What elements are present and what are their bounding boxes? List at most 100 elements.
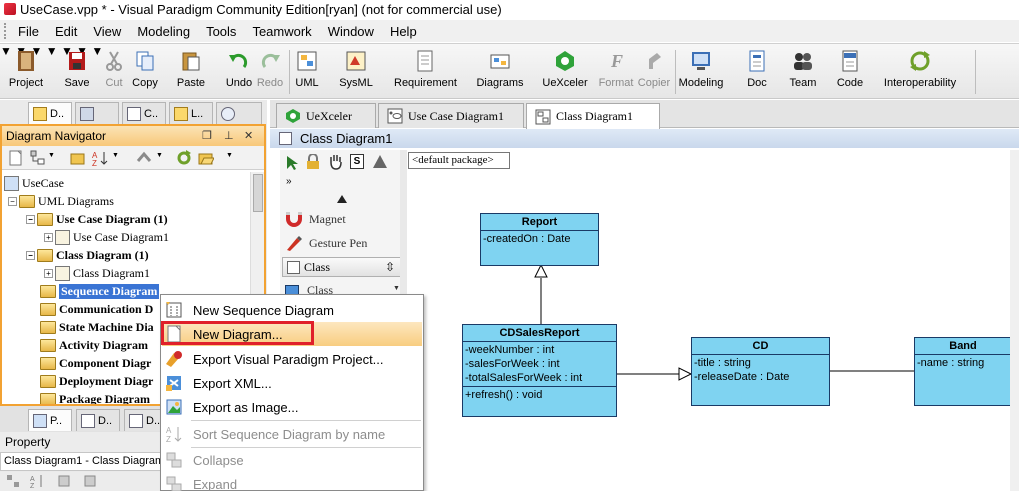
- lock-icon[interactable]: [306, 154, 320, 170]
- doc-dropdown-icon[interactable]: ▼: [45, 44, 58, 58]
- menu-modeling[interactable]: Modeling: [137, 23, 191, 39]
- save-button[interactable]: Save: [62, 47, 92, 97]
- tree-node-component-diagram[interactable]: Component Diagr: [40, 354, 151, 372]
- class-band[interactable]: Band -name : string: [914, 337, 1012, 406]
- canvas-scrollbar[interactable]: [1010, 150, 1019, 491]
- code-button[interactable]: Code: [834, 47, 866, 97]
- collapse-icon[interactable]: −: [26, 250, 35, 260]
- dock-tab-search[interactable]: [216, 102, 262, 124]
- menu-item-expand[interactable]: Expand: [162, 472, 422, 491]
- menu-help[interactable]: Help: [389, 23, 417, 39]
- menu-item-export-vp-project[interactable]: Export Visual Paradigm Project...: [162, 347, 422, 371]
- tab-use-case-diagram1[interactable]: Use Case Diagram1: [378, 103, 524, 128]
- class-cdsalesreport[interactable]: CDSalesReport -weekNumber : int -salesFo…: [462, 324, 617, 417]
- scroll-up-icon[interactable]: [336, 194, 348, 204]
- categorized-icon[interactable]: [6, 474, 20, 488]
- menu-file[interactable]: File: [18, 23, 39, 39]
- tree-node-sequence-diagram[interactable]: Sequence Diagram: [40, 282, 160, 300]
- palette-group-class[interactable]: Class ⇳: [282, 257, 402, 277]
- tree-node-communication-diagram[interactable]: Communication D: [40, 300, 153, 318]
- tab-class-diagram1[interactable]: Class Diagram1: [526, 103, 660, 129]
- tree-node-package-diagram[interactable]: Package Diagram: [40, 390, 150, 404]
- sort-alpha-icon[interactable]: AZ: [30, 474, 46, 488]
- collapse-icon[interactable]: −: [8, 196, 17, 206]
- selector-arrow-icon[interactable]: [286, 155, 300, 171]
- tree-node-class-diagram[interactable]: −Class Diagram (1): [26, 246, 149, 264]
- triangle-icon[interactable]: [372, 154, 388, 169]
- class-cd[interactable]: CD -title : string -releaseDate : Date: [691, 337, 830, 406]
- refresh-icon[interactable]: [176, 150, 192, 166]
- tab-diagram-overview[interactable]: D..: [76, 409, 120, 431]
- sort-icon[interactable]: AZ: [92, 150, 108, 166]
- menu-window[interactable]: Window: [327, 23, 374, 39]
- team-button[interactable]: Team: [787, 47, 819, 97]
- format-button[interactable]: F Format: [598, 51, 634, 89]
- menu-item-export-xml[interactable]: Export XML...: [162, 371, 422, 395]
- team-dropdown-icon[interactable]: ▼: [60, 44, 73, 58]
- pin-icon[interactable]: ⊥: [224, 130, 234, 142]
- expand-all-icon[interactable]: [58, 474, 74, 488]
- expand-palette-icon[interactable]: »: [286, 176, 292, 187]
- palette-gesture-pen[interactable]: Gesture Pen: [285, 234, 367, 252]
- uml-button[interactable]: UML: [292, 47, 322, 97]
- tree-view-dropdown-icon[interactable]: ▼: [48, 152, 55, 159]
- scrollbar-thumb[interactable]: [253, 174, 263, 212]
- paste-button[interactable]: Paste: [174, 47, 208, 97]
- collapse-all-icon[interactable]: [82, 474, 98, 488]
- modeling-dropdown-icon[interactable]: ▼: [30, 44, 43, 58]
- copy-button[interactable]: Copy: [128, 47, 162, 97]
- dock-tab-class-repository[interactable]: C..: [122, 102, 166, 124]
- sort-dropdown-icon[interactable]: ▼: [112, 152, 119, 159]
- interoperability-button[interactable]: Interoperability: [882, 47, 958, 97]
- tree-node-class-diagram1[interactable]: +Class Diagram1: [44, 264, 150, 282]
- cut-button[interactable]: Cut: [100, 47, 128, 97]
- tab-documentation[interactable]: D..: [124, 409, 168, 431]
- sweeper-icon[interactable]: S: [350, 154, 364, 169]
- property-element-selector[interactable]: Class Diagram1 - Class Diagram: [0, 452, 165, 471]
- menu-teamwork[interactable]: Teamwork: [252, 23, 312, 39]
- diagrams-button[interactable]: Diagrams: [476, 47, 524, 97]
- collapse-icon[interactable]: −: [26, 214, 35, 224]
- up-icon[interactable]: [136, 150, 152, 166]
- paste-dropdown-icon[interactable]: ▼: [0, 44, 12, 58]
- tree-node-project[interactable]: UseCase: [4, 174, 64, 192]
- class-report[interactable]: Report -createdOn : Date: [480, 213, 599, 266]
- menu-item-new-diagram[interactable]: New Diagram...: [162, 322, 422, 346]
- menu-edit[interactable]: Edit: [54, 23, 78, 39]
- diagram-canvas[interactable]: [407, 150, 1019, 491]
- palette-magnet[interactable]: Magnet: [285, 210, 346, 228]
- tree-view-icon[interactable]: [30, 150, 46, 166]
- redo-button[interactable]: Redo: [256, 47, 284, 97]
- tree-node-activity-diagram[interactable]: Activity Diagram: [40, 336, 148, 354]
- folder-dropdown-icon[interactable]: ▼: [226, 152, 233, 159]
- copier-button[interactable]: Copier: [636, 47, 672, 97]
- tree-node-use-case-diagram1[interactable]: +Use Case Diagram1: [44, 228, 169, 246]
- interoperability-dropdown-icon[interactable]: ▼: [91, 44, 104, 58]
- tab-property[interactable]: P..: [28, 409, 72, 431]
- code-dropdown-icon[interactable]: ▼: [76, 44, 89, 58]
- dock-tab-logical-view[interactable]: L..: [169, 102, 213, 124]
- menu-view[interactable]: View: [93, 23, 122, 39]
- open-folder-icon[interactable]: [198, 150, 214, 166]
- up-dropdown-icon[interactable]: ▼: [156, 152, 163, 159]
- sysml-button[interactable]: SysML: [336, 47, 376, 97]
- uexceler-button[interactable]: UeXceler: [540, 47, 590, 97]
- expand-icon[interactable]: +: [44, 232, 53, 242]
- dock-tab-diagram-navigator[interactable]: D..: [28, 102, 72, 124]
- requirement-button[interactable]: Requirement: [394, 47, 457, 97]
- tree-node-use-case-diagram[interactable]: −Use Case Diagram (1): [26, 210, 168, 228]
- tab-uexceler[interactable]: UeXceler: [276, 103, 376, 128]
- menu-item-new-sequence-diagram[interactable]: New Sequence Diagram: [162, 298, 422, 322]
- menu-item-export-as-image[interactable]: Export as Image...: [162, 395, 422, 419]
- restore-icon[interactable]: ❐: [202, 130, 212, 142]
- project-button[interactable]: Project: [6, 47, 46, 97]
- new-icon[interactable]: [8, 150, 24, 166]
- collapse-group-icon[interactable]: ⇳: [384, 260, 395, 274]
- menu-item-collapse[interactable]: Collapse: [162, 448, 422, 472]
- doc-button[interactable]: Doc: [742, 47, 772, 97]
- folder-icon[interactable]: [70, 150, 86, 166]
- undo-button[interactable]: Undo: [225, 47, 253, 97]
- dock-tab-model-explorer[interactable]: [75, 102, 119, 124]
- tree-node-deployment-diagram[interactable]: Deployment Diagr: [40, 372, 153, 390]
